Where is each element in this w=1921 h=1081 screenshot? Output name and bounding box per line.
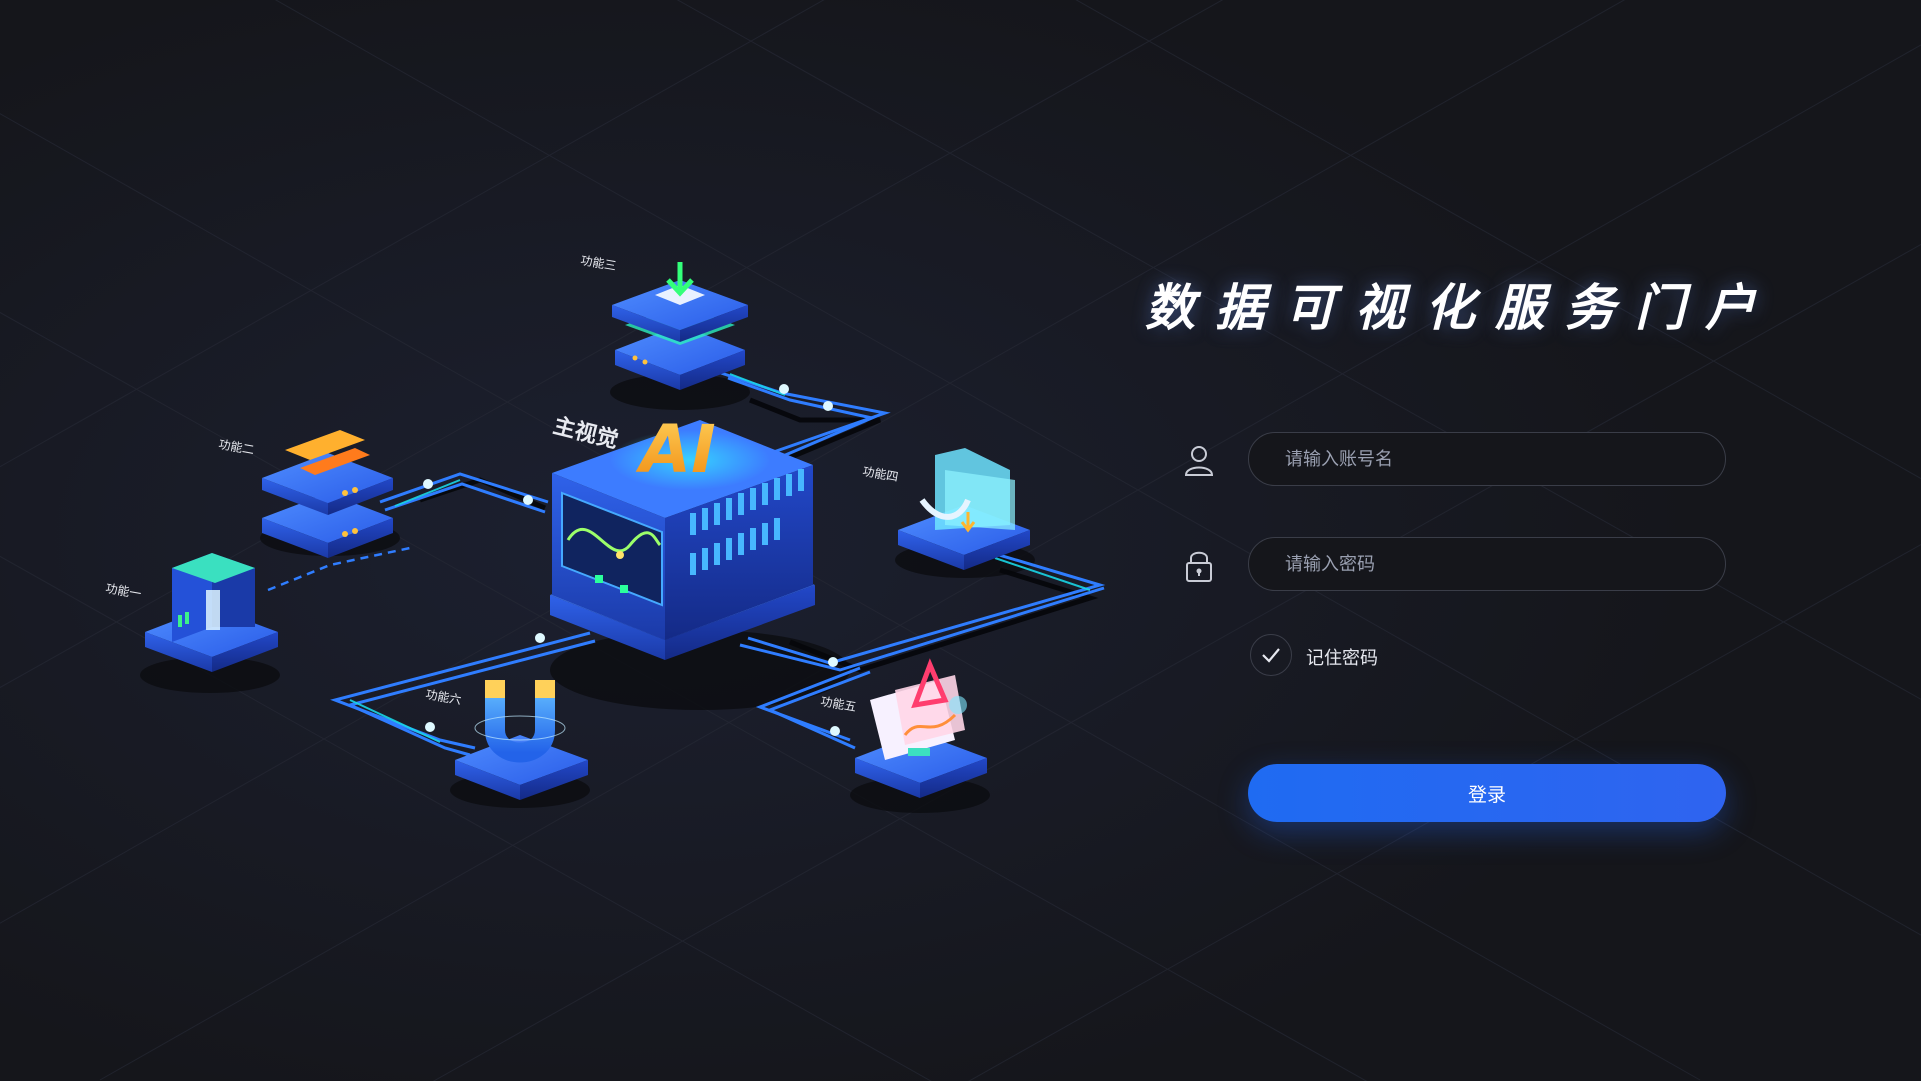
feature-5-label: 功能五 [819, 694, 857, 714]
feature-3-node [612, 262, 748, 390]
remember-password[interactable]: 记住密码 [1250, 634, 1450, 678]
remember-label: 记住密码 [1306, 648, 1378, 669]
feature-2-node [262, 430, 393, 558]
main-visual-label: 主视觉 [551, 413, 621, 454]
password-row [1180, 537, 1730, 595]
feature-6-node [455, 680, 588, 800]
feature-5-node [855, 658, 987, 798]
lock-icon [1186, 551, 1212, 582]
page-title: 数据可视化服务门户 [1145, 279, 1775, 337]
feature-1-node [145, 553, 278, 672]
username-field-wrapper [1248, 432, 1726, 486]
feature-1-label: 功能一 [104, 581, 142, 601]
feature-6-label: 功能六 [424, 687, 462, 707]
check-icon [1262, 648, 1280, 663]
username-input[interactable] [1249, 433, 1725, 485]
feature-2-label: 功能二 [217, 437, 255, 457]
password-input[interactable] [1249, 538, 1725, 590]
ai-logo-text: AI [635, 411, 716, 488]
login-button[interactable]: 登录 [1248, 764, 1726, 822]
main-server-cube [550, 420, 815, 660]
user-icon [1184, 446, 1214, 476]
feature-3-label: 功能三 [579, 253, 617, 273]
feature-4-label: 功能四 [861, 464, 899, 484]
remember-checkbox[interactable] [1250, 634, 1292, 676]
feature-4-node [898, 448, 1030, 570]
username-row [1180, 432, 1730, 490]
password-field-wrapper [1248, 537, 1726, 591]
